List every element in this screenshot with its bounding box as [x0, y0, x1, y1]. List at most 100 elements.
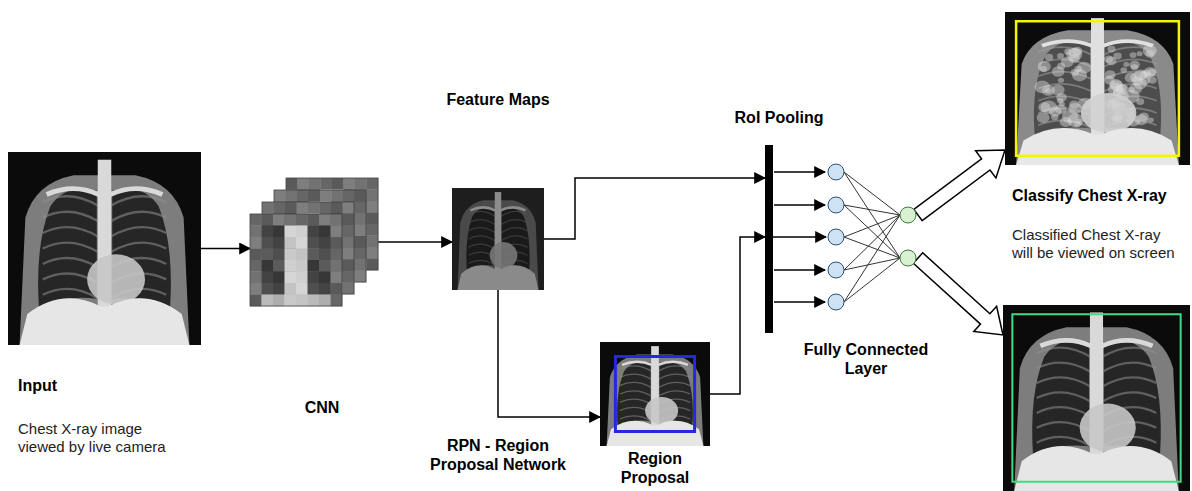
stage-title: Input	[18, 376, 198, 395]
pixel-cell	[367, 201, 379, 213]
pixel-cell	[331, 237, 343, 249]
pixel-cell	[320, 283, 332, 295]
detection-box	[1016, 21, 1179, 156]
pixel-cell	[298, 201, 310, 213]
node-figure	[250, 178, 378, 306]
pixel-cell	[297, 248, 309, 260]
pixel-cell	[320, 248, 332, 260]
rib	[501, 228, 528, 233]
rib	[110, 196, 166, 206]
pixel-cell	[274, 202, 286, 214]
pixel-cell	[297, 283, 309, 295]
clavicle	[622, 362, 652, 365]
pixel-cell	[286, 225, 298, 237]
pixel-cell	[355, 259, 367, 271]
pixel-cell	[308, 226, 320, 238]
pixel-cell	[309, 248, 321, 260]
pixel-cell	[296, 226, 308, 238]
pixel-cell	[355, 271, 367, 283]
pixel-cell	[274, 202, 286, 214]
pixel-cell	[285, 271, 297, 283]
pixel-cell	[250, 272, 262, 284]
heart	[490, 242, 518, 269]
pixel-cell	[331, 271, 343, 283]
pixel-cell	[297, 225, 309, 237]
pixel-cell	[297, 260, 309, 272]
pixel-cell	[308, 295, 320, 307]
feed-arrow	[774, 301, 825, 303]
pixel-cell	[296, 283, 308, 295]
rib	[469, 244, 496, 249]
clavicle	[1102, 340, 1152, 346]
output-neuron	[900, 207, 916, 223]
pixel-cell	[309, 202, 321, 214]
pixel-cell	[367, 259, 379, 271]
opacity-spot	[1128, 87, 1134, 92]
pixel-cell	[296, 249, 308, 261]
stage-title: RoI Pooling	[735, 108, 824, 127]
pixel-cell	[262, 226, 274, 238]
pixel-cell	[286, 248, 298, 260]
pixel-cell	[262, 272, 274, 284]
pixel-cell	[274, 236, 286, 248]
stage-title: Classify Chest X-ray	[1012, 186, 1167, 205]
rib	[1102, 363, 1156, 372]
pixel-cell	[320, 236, 332, 248]
opacity-spot	[1069, 101, 1079, 109]
rib	[43, 258, 99, 268]
pixel-cell	[297, 237, 309, 249]
connector	[544, 178, 765, 239]
rib	[620, 374, 652, 379]
pixel-cell	[332, 202, 344, 214]
input-neuron	[828, 229, 844, 245]
pixel-cell	[332, 213, 344, 225]
pixel-cell	[344, 259, 356, 271]
pixel-cell	[355, 225, 367, 237]
pixel-cell	[331, 248, 343, 260]
pixel-cell	[250, 283, 262, 295]
pixel-cell	[343, 259, 355, 271]
rib	[501, 236, 528, 241]
pixel-cell	[250, 249, 262, 261]
xray-ground	[1003, 305, 1190, 491]
xray-ground	[1005, 12, 1190, 165]
rib	[620, 366, 652, 371]
clavicle	[110, 189, 162, 195]
pixel-cell	[285, 214, 297, 226]
pixel-cell	[296, 237, 308, 249]
pixel-cell	[331, 214, 343, 226]
pixel-cell	[343, 260, 355, 272]
pixel-cell	[308, 237, 320, 249]
rib	[620, 391, 652, 396]
pixel-cell	[331, 214, 343, 226]
pixel-cell	[250, 214, 262, 226]
xray-illustration	[8, 152, 201, 345]
opacity-spot	[1058, 78, 1064, 83]
stage-title: CNN	[305, 398, 340, 417]
opacity-spot	[1064, 49, 1072, 55]
pixel-cell	[309, 213, 321, 225]
clavicle	[1042, 41, 1092, 46]
pixel-cell	[331, 283, 343, 295]
pixel-cell	[308, 283, 320, 295]
pixel-cell	[320, 225, 332, 237]
pixel-cell	[321, 178, 333, 190]
pixel-cell	[343, 248, 355, 260]
stage-description: Chest X-ray image viewed by live camera	[18, 420, 183, 456]
rib	[1037, 377, 1091, 386]
pixel-cell	[309, 201, 321, 213]
pixel-cell	[273, 226, 285, 238]
pixel-cell	[262, 237, 274, 249]
pixel-cell	[331, 225, 343, 237]
pixel-cell	[297, 202, 309, 214]
diaphragm	[458, 265, 539, 290]
connector	[710, 237, 765, 394]
pixel-cell	[308, 202, 320, 214]
opacity-spot	[1130, 72, 1142, 82]
opacity-spot	[1052, 66, 1065, 76]
pixel-cell	[286, 190, 298, 202]
pixel-cell	[320, 237, 332, 249]
feed-arrow	[774, 269, 825, 271]
edge-label-slot: RPN - Region Proposal Network	[423, 436, 573, 474]
